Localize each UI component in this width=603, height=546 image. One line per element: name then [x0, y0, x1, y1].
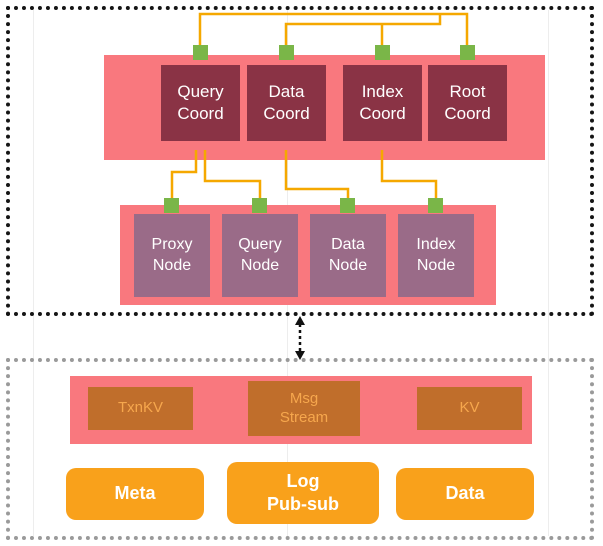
node-box-proxy: Proxy Node: [134, 214, 210, 297]
coord-port-index-square: [375, 45, 390, 60]
node-port-proxy-square: [164, 198, 179, 213]
guide-line: [33, 10, 34, 536]
section-link-arrow: [295, 316, 305, 360]
coord-box-data-label: Data Coord: [263, 81, 310, 123]
node-port-query-square: [252, 198, 267, 213]
storage-section-border: [6, 358, 594, 540]
base-box-log-pubsub: Log Pub-sub: [227, 462, 379, 524]
coord-box-index: Index Coord: [343, 65, 422, 141]
node-port-data-square: [340, 198, 355, 213]
coord-box-index-label: Index Coord: [359, 81, 406, 123]
coord-box-data: Data Coord: [247, 65, 326, 141]
node-box-data: Data Node: [310, 214, 386, 297]
arrow-head-top: [295, 316, 305, 325]
coord-port-root-square: [460, 45, 475, 60]
coord-box-root: Root Coord: [428, 65, 507, 141]
guide-line: [548, 10, 549, 536]
coord-box-query: Query Coord: [161, 65, 240, 141]
storage-box-kv: KV: [417, 387, 522, 430]
compute-section-border: [6, 6, 594, 316]
coord-box-query-label: Query Coord: [177, 81, 224, 123]
node-box-proxy-label: Proxy Node: [151, 235, 193, 274]
base-box-data-label: Data: [445, 483, 485, 504]
base-box-meta: Meta: [66, 468, 204, 520]
node-box-index-label: Index Node: [416, 235, 456, 274]
base-box-data: Data: [396, 468, 534, 520]
base-box-meta-label: Meta: [114, 483, 156, 504]
base-box-log-pubsub-label: Log Pub-sub: [267, 470, 339, 514]
storage-box-msgstream: Msg Stream: [248, 381, 360, 436]
node-box-data-label: Data Node: [328, 235, 368, 274]
node-box-query: Query Node: [222, 214, 298, 297]
storage-box-msgstream-label: Msg Stream: [279, 389, 329, 426]
coord-port-query-square: [193, 45, 208, 60]
coord-port-data-square: [279, 45, 294, 60]
coord-box-root-label: Root Coord: [444, 81, 491, 123]
node-port-index-square: [428, 198, 443, 213]
storage-box-kv-label: KV: [459, 399, 480, 417]
node-box-index: Index Node: [398, 214, 474, 297]
storage-box-txnkv: TxnKV: [88, 387, 193, 430]
storage-box-txnkv-label: TxnKV: [117, 399, 163, 417]
node-box-query-label: Query Node: [238, 235, 282, 274]
